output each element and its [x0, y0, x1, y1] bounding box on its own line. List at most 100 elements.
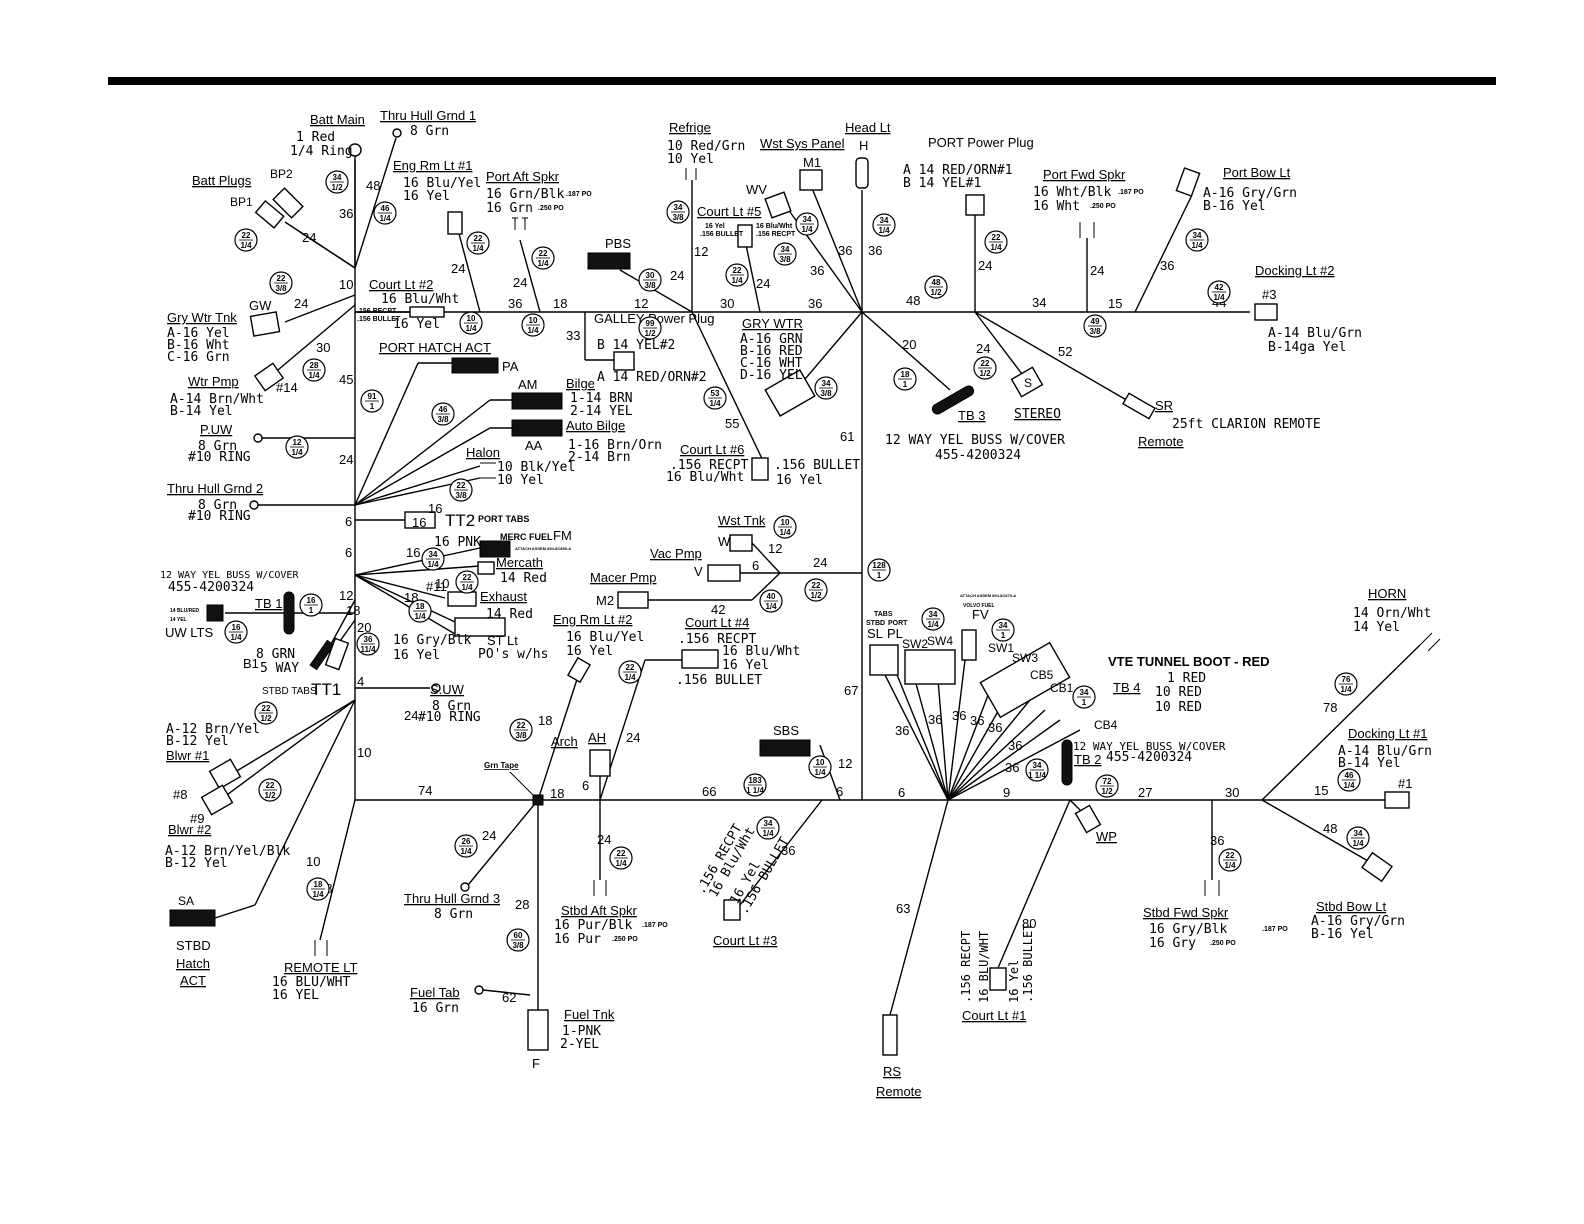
port-fwd-spkr-line-2: 16 Wht: [1033, 199, 1080, 214]
wire-size-badge-gauge: 22: [981, 359, 990, 368]
batt-main-line-2: 1/4 Ring: [290, 144, 353, 159]
wire-size-badge-gauge: 18: [901, 370, 910, 379]
wire-length-label: 6: [582, 778, 589, 793]
wire-size-badge-gauge: 34: [781, 245, 790, 254]
court-lt-5-small-2: .156 BULLET: [700, 231, 744, 238]
wtr-pmp-line-2: B-14 Yel: [170, 404, 233, 419]
wire-length-label: 36: [508, 296, 522, 311]
fm-small: ATTACH ASSEM 894-8C895-A: [515, 546, 571, 551]
eng-rm-lt-1-line-1: 16 Blu/Yel: [403, 176, 481, 191]
wire-size-badge-sleeve: 1/4: [537, 259, 549, 268]
wire-size-badge-gauge: 10: [529, 316, 538, 325]
wire-size-badge-gauge: 22: [277, 274, 286, 283]
wp-connector-icon: [1074, 804, 1102, 834]
wire-length-label: 42: [711, 602, 725, 617]
wire-size-badge: 341/4: [1185, 228, 1209, 252]
wire-length-label: 24: [978, 258, 992, 273]
wire-size-badge-gauge: 76: [1342, 675, 1351, 684]
sa-title-2: Hatch: [176, 956, 210, 971]
wire-length-label: 55: [725, 416, 739, 431]
bp1-tag: BP1: [230, 195, 253, 209]
sr-remote-plug-icon: [1122, 392, 1156, 420]
wire-length-label: 30: [1225, 785, 1239, 800]
wire-size-badge-gauge: 22: [266, 781, 275, 790]
thru-hull-grnd-2-title: Thru Hull Grnd 2: [167, 481, 263, 496]
wire-length-label: 24: [626, 730, 640, 745]
stbd-aft-spkr-line-1: 16 Pur/Blk: [554, 918, 632, 933]
refrige-terminal-icon: [685, 168, 697, 180]
wire-size-badge-sleeve: 3/8: [820, 389, 832, 398]
court-lt-5-small-1: 16 Yel: [705, 223, 725, 230]
blwr-2-connector-icon: [200, 784, 234, 816]
tb3-line-1: 12 WAY YEL BUSS W/COVER: [885, 433, 1065, 448]
wire-length-label: 10: [339, 277, 353, 292]
wire-size-badge: 223/8: [269, 271, 293, 295]
sl-tag: SL: [867, 626, 883, 641]
wire-size-badge-sleeve: 1/2: [260, 714, 272, 723]
wire-size-badge-sleeve: 1: [877, 571, 882, 580]
port-power-plug-line-2: B 14 YEL#1: [903, 176, 981, 191]
wire-size-badge-sleeve: 3/8: [644, 281, 656, 290]
wire-size-badge-gauge: 16: [232, 623, 241, 632]
wire-size-badge-gauge: 34: [803, 215, 812, 224]
galley-power-plug-line-2: A 14 RED/ORN#2: [597, 370, 707, 385]
sr-title: SR: [1155, 398, 1173, 413]
stbd-bow-lt-connector-icon: [1361, 851, 1393, 883]
wire-size-badge: 461/4: [373, 201, 397, 225]
sa-tag: SA: [178, 894, 194, 908]
wire-size-badge-sleeve: 1/4: [731, 276, 743, 285]
eng-rm-lt-2-title: Eng Rm Lt #2: [553, 612, 633, 627]
stbd-fwd-spkr-size-2: .250 PO: [1210, 940, 1236, 947]
wire-size-badge-gauge: 22: [262, 704, 271, 713]
head-lt-tag: H: [859, 138, 868, 153]
halon-terminal-icon: [480, 462, 496, 479]
wire-length-label: 36: [988, 720, 1002, 735]
stereo-plug-icon: [1010, 366, 1044, 398]
thru-hull-grnd-2-ring-icon: [249, 500, 259, 510]
port-power-plug-title: PORT Power Plug: [928, 135, 1034, 150]
wire-size-badge-sleeve: 1/4: [308, 371, 320, 380]
wire-length-label: 36: [970, 713, 984, 728]
stbd-aft-spkr-title: Stbd Aft Spkr: [561, 903, 638, 918]
puw-title: P.UW: [200, 422, 233, 437]
exhaust-tag: #11: [426, 579, 447, 594]
wire-size-badge-gauge: 18: [416, 602, 425, 611]
m2-connector-icon: [617, 591, 649, 609]
fuel-tnk-connector-icon: [527, 1009, 549, 1051]
stbd-bow-lt-line-1: A-16 Gry/Grn: [1311, 914, 1405, 929]
wire-size-badge-sleeve: 1/4: [460, 847, 472, 856]
port-aft-spkr-line-1: 16 Grn/Blk: [486, 187, 564, 202]
wire-size-badge-sleeve: 1/4: [1340, 685, 1352, 694]
wire-size-badge-gauge: 42: [1215, 283, 1224, 292]
wire-size-badge-gauge: 34: [1193, 231, 1202, 240]
port-fwd-spkr-size-1: .187 PO: [1118, 189, 1144, 196]
fm-connector-icon: [479, 540, 511, 558]
wire-length-label: 66: [702, 784, 716, 799]
cb5-tag: CB5: [1030, 668, 1054, 682]
wire-size-badge-gauge: 22: [733, 266, 742, 275]
suw-title: S.UW: [430, 682, 465, 697]
court-lt-2-small-2: .156 BULLET: [357, 316, 401, 323]
m1-tag: M1: [803, 155, 821, 170]
wire-size-badge-gauge: 53: [711, 389, 720, 398]
wire-length-label: 24: [294, 296, 308, 311]
wire-size-badge-gauge: 34: [1080, 688, 1089, 697]
wire-length-label: 24: [670, 268, 684, 283]
sa-title-3: ACT: [180, 973, 206, 988]
wire-size-badge-gauge: 72: [1103, 777, 1112, 786]
wire-size-badge-gauge: 49: [1091, 317, 1100, 326]
st-lt-line-1: 16 Gry/Blk: [393, 633, 471, 648]
wire-size-badge-sleeve: 1/4: [801, 225, 813, 234]
wire-size-badge-gauge: 34: [929, 610, 938, 619]
wire-size-badge-gauge: 34: [999, 621, 1008, 630]
stbd-bow-lt-line-2: B-16 Yel: [1311, 927, 1374, 942]
court-lt-3-title: Court Lt #3: [713, 933, 777, 948]
tb1-line-1: 12 WAY YEL BUSS W/COVER: [160, 570, 299, 581]
eng-rm-lt-2-line-1: 16 Blu/Yel: [566, 630, 644, 645]
court-lt-6-line-4: 16 Yel: [776, 473, 823, 488]
wire-length-label: 12: [838, 756, 852, 771]
thru-hull-grnd-1-title: Thru Hull Grnd 1: [380, 108, 476, 123]
wire-size-badge-gauge: 22: [242, 231, 251, 240]
fm-tag: FM: [553, 528, 572, 543]
court-lt-1-title: Court Lt #1: [962, 1008, 1026, 1023]
